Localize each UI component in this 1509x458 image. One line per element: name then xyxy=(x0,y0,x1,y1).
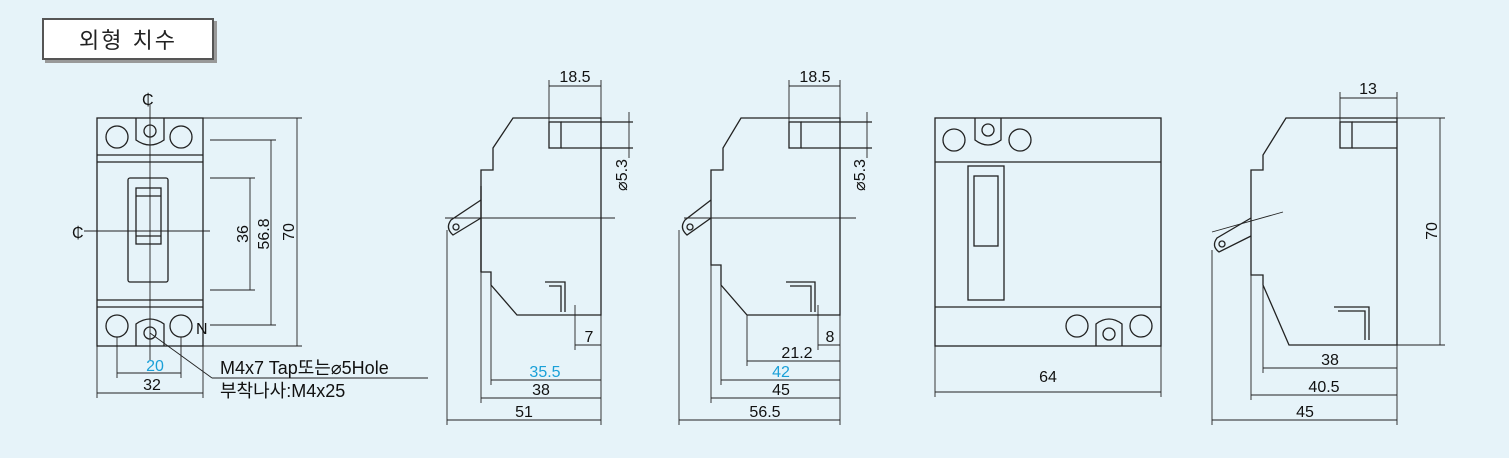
terminal-screw xyxy=(105,314,129,338)
terminal-screw xyxy=(169,125,193,149)
side-3-body xyxy=(1250,117,1398,346)
dim-hole-b: ⌀5.3 xyxy=(852,159,869,191)
terminal-mark-n: N xyxy=(196,321,208,338)
terminal-screw xyxy=(105,125,129,149)
dim-20: 20 xyxy=(146,358,164,375)
back-body xyxy=(934,117,1162,347)
handle xyxy=(135,187,162,245)
dim-8: 8 xyxy=(826,329,835,346)
dim-70-front: 70 xyxy=(281,223,298,241)
dim-51: 51 xyxy=(515,404,533,421)
mounting-note: M4x7 Tap또는⌀5Hole xyxy=(220,358,389,378)
dim-18-5-a: 18.5 xyxy=(559,69,590,86)
dim-56-5: 56.5 xyxy=(749,404,780,421)
dim-35-5: 35.5 xyxy=(529,364,560,381)
dim-45-a: 45 xyxy=(772,382,790,399)
dim-hole-a: ⌀5.3 xyxy=(614,159,631,191)
dim-56-8: 56.8 xyxy=(256,218,273,249)
side-view-2 xyxy=(678,80,872,425)
dim-21-2: 21.2 xyxy=(781,345,812,362)
centerline-mark-left: ₵ xyxy=(72,225,84,242)
side-view-1 xyxy=(445,80,633,425)
dim-70-side: 70 xyxy=(1424,222,1441,240)
dim-38-a: 38 xyxy=(532,382,550,399)
front-view xyxy=(84,105,428,398)
back-view xyxy=(934,117,1162,397)
dim-36: 36 xyxy=(235,225,252,243)
dim-38-b: 38 xyxy=(1321,352,1339,369)
dim-64: 64 xyxy=(1039,369,1057,386)
dim-32: 32 xyxy=(143,377,161,394)
terminal-screw xyxy=(169,314,193,338)
dim-18-5-b: 18.5 xyxy=(799,69,830,86)
section-title: 외형 치수 xyxy=(42,18,214,60)
screw-note: 부착나사:M4x25 xyxy=(220,381,345,401)
handle-slot xyxy=(127,177,169,283)
centerline-mark-top: ₵ xyxy=(142,92,154,109)
side-view-3 xyxy=(1211,92,1445,425)
dim-40-5: 40.5 xyxy=(1308,379,1339,396)
dim-45-b: 45 xyxy=(1296,404,1314,421)
dim-42: 42 xyxy=(772,364,790,381)
dim-13: 13 xyxy=(1359,81,1377,98)
dim-7: 7 xyxy=(585,329,594,346)
